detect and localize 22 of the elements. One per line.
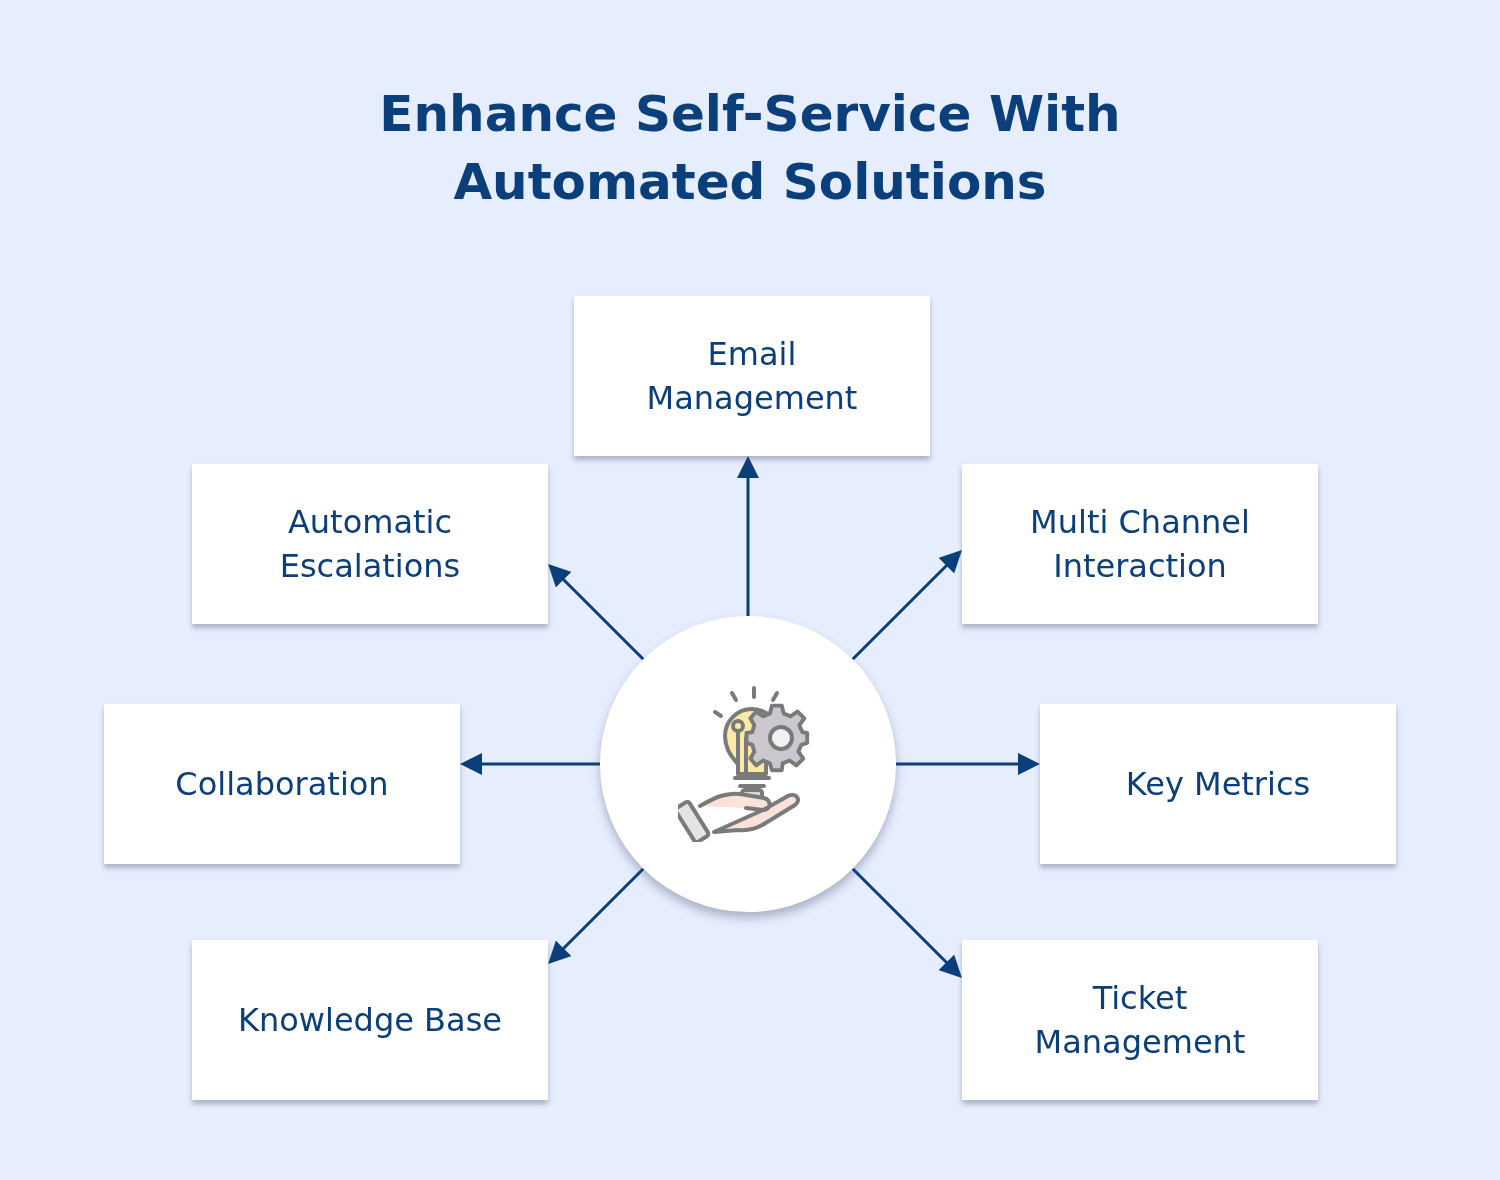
node-label: Key Metrics xyxy=(1125,764,1311,805)
feature-box xyxy=(104,704,460,864)
node-label: Multi Channel Interaction xyxy=(1029,502,1251,587)
feature-box xyxy=(192,940,548,1100)
arrow xyxy=(851,550,962,661)
feature-box xyxy=(1040,704,1396,864)
arrow xyxy=(851,867,962,978)
node-label: Automatic Escalations xyxy=(278,502,462,587)
node-label: Ticket Management xyxy=(1033,978,1247,1063)
node-label: Knowledge Base xyxy=(238,1000,502,1041)
node-label: Collaboration xyxy=(175,764,389,805)
title: Enhance Self-Service With Automated Solutions xyxy=(378,84,1122,213)
node-label: Email Management xyxy=(645,334,859,419)
arrow xyxy=(548,867,645,964)
feature-box xyxy=(962,940,1318,1100)
feature-box xyxy=(574,296,930,456)
arrow xyxy=(737,456,759,616)
feature-box xyxy=(962,464,1318,624)
arrow xyxy=(896,753,1040,775)
arrow xyxy=(548,564,645,661)
feature-box xyxy=(192,464,548,624)
arrow xyxy=(460,753,600,775)
